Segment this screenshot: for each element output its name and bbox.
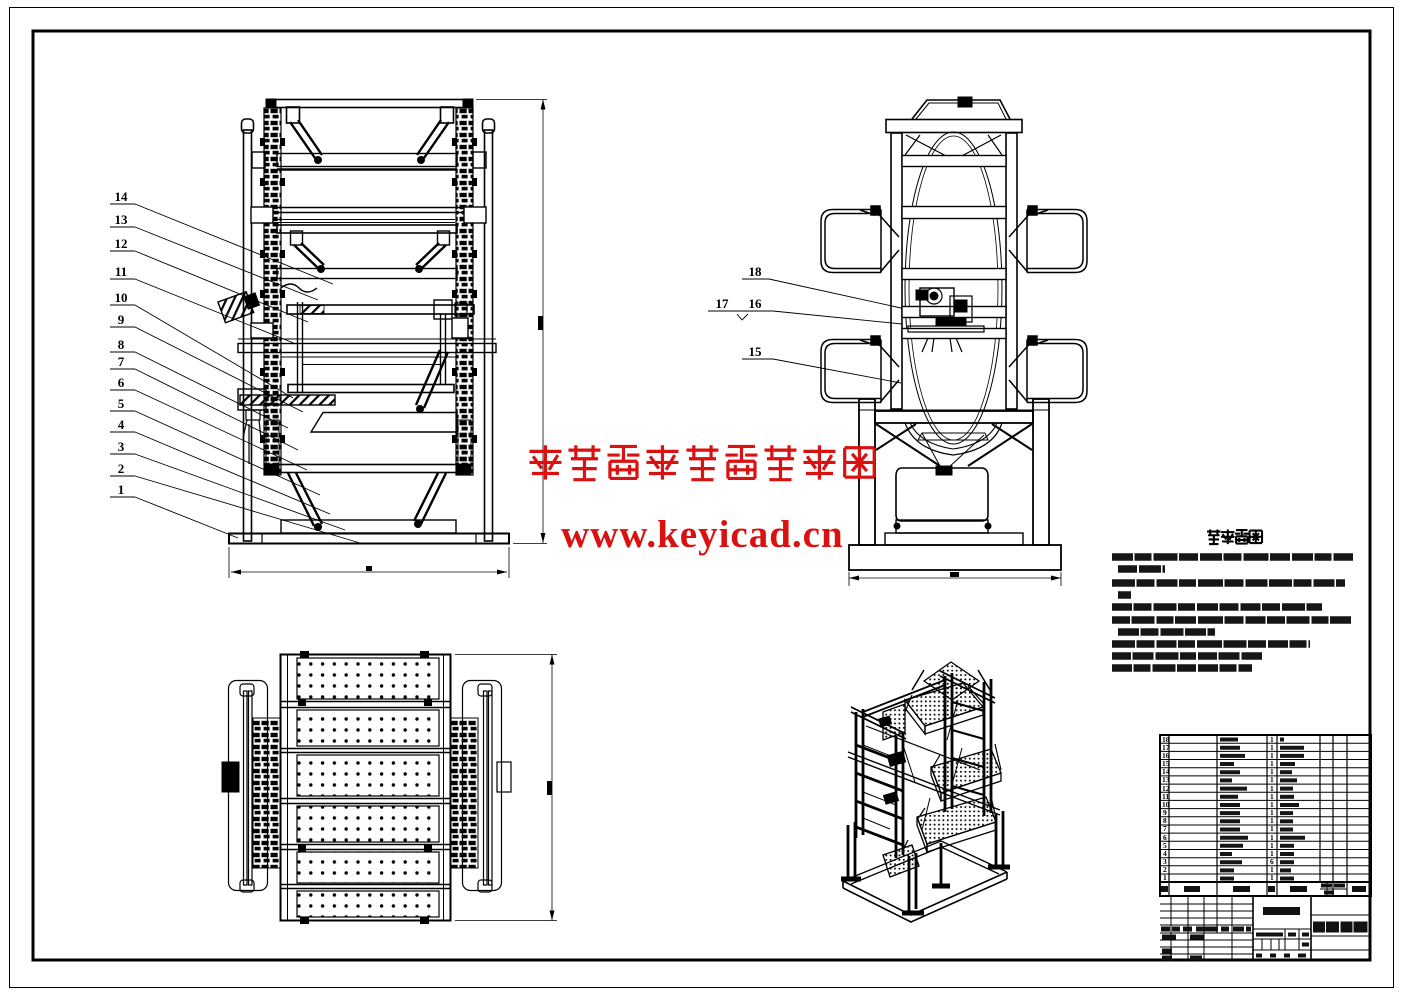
svg-text:5: 5 — [118, 396, 125, 411]
svg-text:1: 1 — [1270, 784, 1274, 793]
svg-text:1: 1 — [118, 482, 125, 497]
svg-text:2: 2 — [1163, 865, 1167, 874]
svg-text:16: 16 — [749, 296, 763, 311]
svg-text:1: 1 — [1270, 841, 1274, 850]
svg-text:1: 1 — [1270, 767, 1274, 776]
svg-text:9: 9 — [118, 312, 125, 327]
svg-text:10: 10 — [115, 290, 128, 305]
svg-text:1: 1 — [1270, 816, 1274, 825]
svg-text:3: 3 — [1163, 857, 1167, 866]
svg-text:1: 1 — [1270, 849, 1274, 858]
svg-text:1: 1 — [1270, 865, 1274, 874]
svg-text:17: 17 — [716, 296, 730, 311]
svg-text:5: 5 — [1163, 841, 1167, 850]
svg-text:1: 1 — [1270, 775, 1274, 784]
svg-text:1: 1 — [1270, 759, 1274, 768]
svg-text:18: 18 — [1162, 735, 1170, 744]
svg-text:17: 17 — [1162, 743, 1170, 752]
svg-text:www.keyicad.cn: www.keyicad.cn — [561, 513, 844, 556]
svg-text:18: 18 — [749, 264, 763, 279]
svg-text:1: 1 — [1270, 743, 1274, 752]
svg-text:12: 12 — [1162, 784, 1170, 793]
svg-text:1: 1 — [1163, 873, 1167, 882]
svg-text:1: 1 — [1270, 800, 1274, 809]
svg-text:1: 1 — [1270, 751, 1274, 760]
svg-text:11: 11 — [115, 264, 127, 279]
svg-text:13: 13 — [115, 212, 129, 227]
svg-text:4: 4 — [1163, 849, 1167, 858]
svg-text:1: 1 — [1270, 792, 1274, 801]
svg-text:1: 1 — [1270, 735, 1274, 744]
svg-text:1: 1 — [1270, 824, 1274, 833]
svg-text:3: 3 — [118, 439, 125, 454]
svg-text:14: 14 — [115, 189, 129, 204]
svg-text:1: 1 — [1270, 873, 1274, 882]
svg-text:7: 7 — [1163, 824, 1167, 833]
svg-text:13: 13 — [1162, 775, 1170, 784]
svg-text:16: 16 — [1162, 751, 1170, 760]
svg-text:6: 6 — [1163, 833, 1167, 842]
svg-text:15: 15 — [1162, 759, 1170, 768]
svg-text:2: 2 — [118, 461, 125, 476]
svg-text:7: 7 — [118, 354, 125, 369]
svg-text:11: 11 — [1162, 792, 1169, 801]
svg-text:12: 12 — [115, 236, 128, 251]
svg-text:1: 1 — [1270, 833, 1274, 842]
svg-text:4: 4 — [118, 417, 125, 432]
svg-text:15: 15 — [749, 344, 763, 359]
svg-text:6: 6 — [118, 375, 125, 390]
svg-text:9: 9 — [1163, 808, 1167, 817]
svg-text:8: 8 — [118, 337, 125, 352]
svg-text:8: 8 — [1163, 816, 1167, 825]
svg-text:6: 6 — [1270, 857, 1274, 866]
svg-text:10: 10 — [1162, 800, 1170, 809]
svg-text:14: 14 — [1162, 767, 1170, 776]
svg-text:1: 1 — [1270, 808, 1274, 817]
